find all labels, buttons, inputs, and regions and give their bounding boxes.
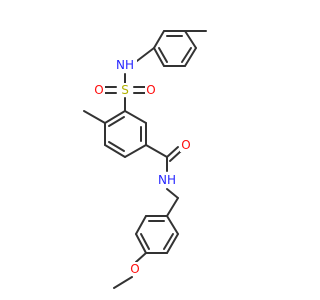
- atom-o-sulfonyl-left: O: [93, 83, 105, 97]
- bond: [135, 215, 147, 235]
- bond: [166, 215, 179, 235]
- molecule-structure: NH S O O O NH O: [83, 30, 207, 289]
- atom-background: [145, 83, 157, 97]
- atom-label: NH: [158, 173, 176, 187]
- bond: [163, 233, 174, 250]
- atom-background: [119, 83, 131, 97]
- bond: [108, 141, 125, 152]
- bond: [124, 110, 147, 124]
- bond: [166, 197, 179, 217]
- bond: [140, 233, 150, 250]
- atom-o-methoxy: O: [129, 262, 141, 276]
- atom-s-sulfonyl: S: [119, 83, 131, 97]
- atom-label: S: [121, 83, 129, 97]
- bonds: [83, 30, 207, 289]
- bond: [166, 233, 179, 254]
- bond: [166, 146, 179, 158]
- atom-nh-amide: NH: [157, 172, 178, 188]
- atom-nh-sulfonamide: NH: [116, 57, 137, 73]
- atom-background: [116, 57, 137, 73]
- atom-label: NH: [116, 58, 134, 72]
- atom-background: [93, 83, 105, 97]
- bond: [135, 233, 147, 254]
- bond: [169, 150, 182, 162]
- atom-o-carbonyl: O: [180, 138, 192, 152]
- bond: [113, 276, 133, 289]
- atom-background: [129, 262, 141, 276]
- bond: [104, 110, 126, 124]
- atom-label: O: [146, 83, 155, 97]
- bond: [166, 188, 179, 199]
- bond: [108, 116, 125, 127]
- atom-label: O: [181, 138, 190, 152]
- atom-background: [180, 138, 192, 152]
- bond: [158, 47, 168, 63]
- bond: [124, 144, 147, 158]
- bond: [184, 30, 197, 49]
- bond: [104, 144, 126, 158]
- atom-label: O: [130, 262, 139, 276]
- bond: [83, 110, 106, 124]
- bond: [135, 252, 147, 263]
- bond: [153, 47, 165, 67]
- bond: [153, 30, 165, 49]
- atom-background: [157, 172, 178, 188]
- atom-label: O: [94, 83, 103, 97]
- bond: [184, 47, 197, 67]
- atom-o-sulfonyl-right: O: [145, 83, 157, 97]
- atom-labels: NH S O O O NH O: [93, 57, 192, 276]
- bond: [145, 144, 168, 158]
- bond: [181, 47, 192, 63]
